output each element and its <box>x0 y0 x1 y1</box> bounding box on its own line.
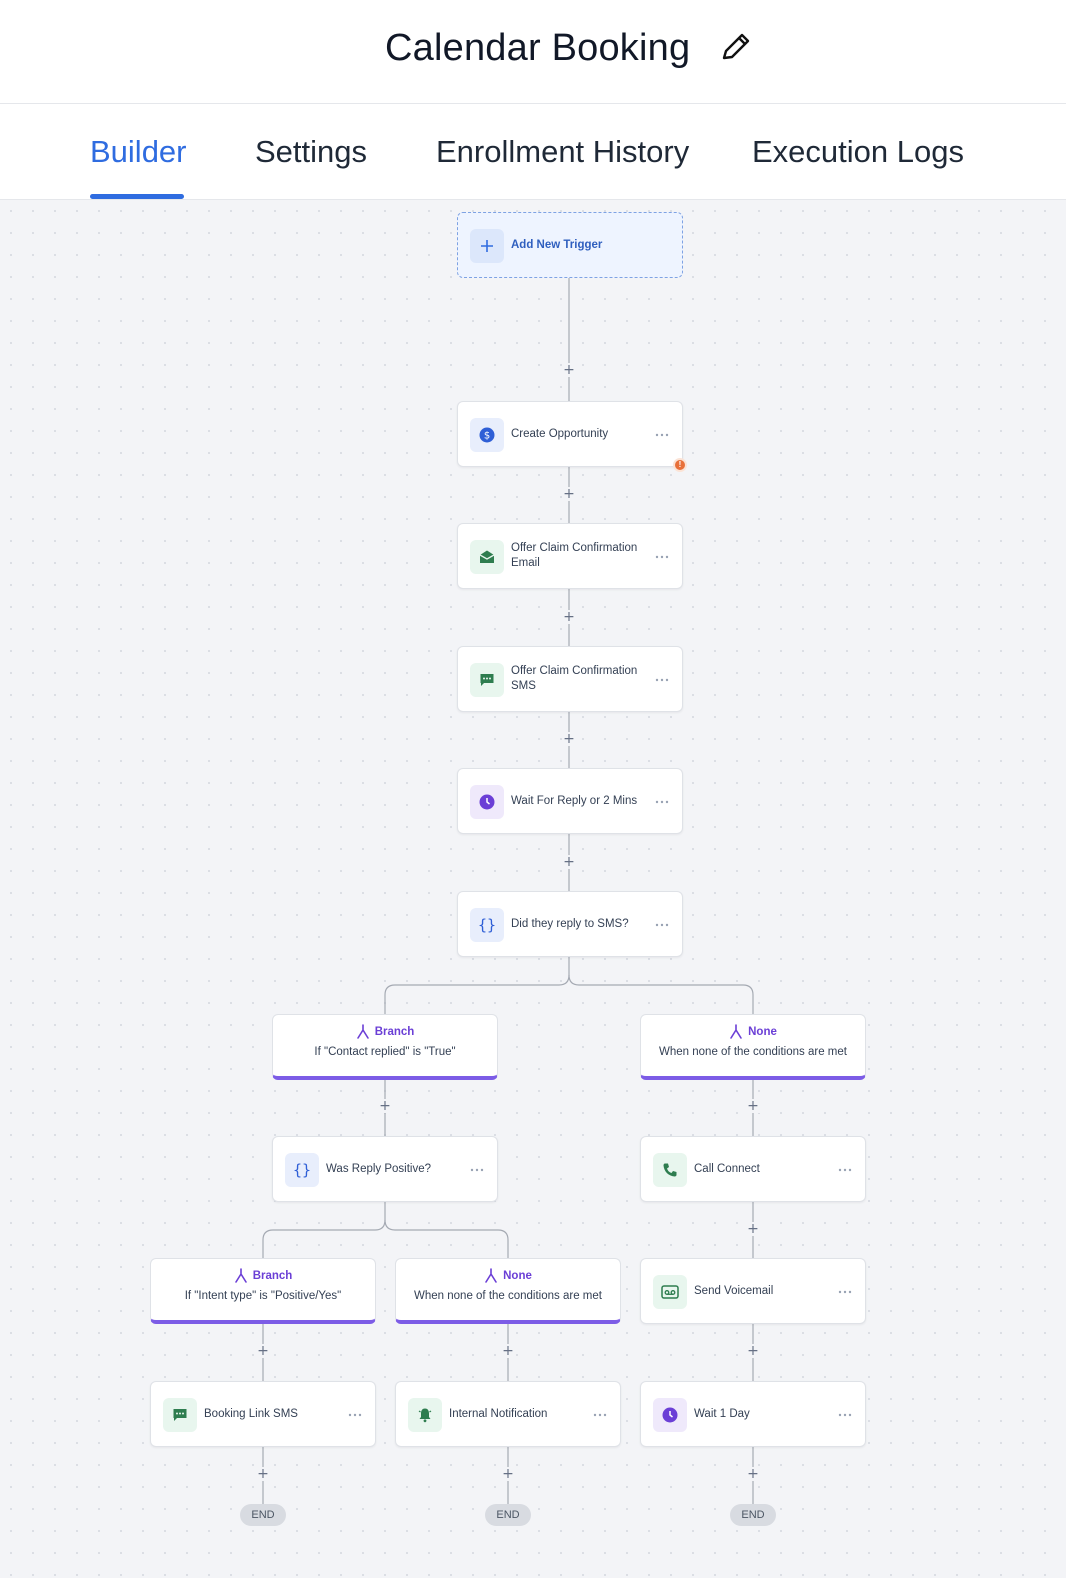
branch-fork-icon <box>356 1024 369 1039</box>
step-label: Wait For Reply or 2 Mins <box>511 794 638 807</box>
more-options-icon[interactable] <box>654 672 670 688</box>
branch-title: None <box>748 1026 777 1038</box>
add-step-plus-icon[interactable]: + <box>501 1466 515 1482</box>
tab-settings[interactable]: Settings <box>255 134 368 169</box>
step-offer-claim-sms[interactable]: Offer Claim Confirmation SMS <box>457 646 683 712</box>
add-step-plus-icon[interactable]: + <box>746 1466 760 1482</box>
more-options-icon[interactable] <box>654 549 670 565</box>
step-send-voicemail[interactable]: Send Voicemail <box>640 1258 866 1324</box>
step-label: Internal Notification <box>449 1407 548 1420</box>
add-step-plus-icon[interactable]: + <box>562 486 576 502</box>
branch-intent-positive[interactable]: Branch If "Intent type" is "Positive/Yes… <box>150 1258 376 1324</box>
branch-description: If "Contact replied" is "True" <box>314 1046 456 1058</box>
step-wait-for-reply[interactable]: Wait For Reply or 2 Mins <box>457 768 683 834</box>
more-options-icon[interactable] <box>592 1407 608 1423</box>
branch-none-top[interactable]: None When none of the conditions are met <box>640 1014 866 1080</box>
end-marker: END <box>240 1504 286 1526</box>
clock-icon <box>470 785 504 819</box>
step-label: Offer Claim Confirmation SMS <box>511 665 638 692</box>
step-offer-claim-email[interactable]: Offer Claim Confirmation Email <box>457 523 683 589</box>
branch-fork-icon <box>730 1024 742 1039</box>
more-options-icon[interactable] <box>654 917 670 933</box>
add-step-plus-icon[interactable]: + <box>562 854 576 870</box>
step-label: Offer Claim Confirmation Email <box>511 542 638 569</box>
branch-title: Branch <box>252 1270 293 1282</box>
header: Calendar Booking <box>0 0 1066 104</box>
step-call-connect[interactable]: Call Connect <box>640 1136 866 1202</box>
sms-icon <box>163 1398 197 1432</box>
add-step-plus-icon[interactable]: + <box>256 1466 270 1482</box>
add-step-plus-icon[interactable]: + <box>378 1098 392 1114</box>
add-step-plus-icon[interactable]: + <box>746 1221 760 1237</box>
page-title: Calendar Booking <box>385 27 691 69</box>
dollar-icon: $ <box>470 418 504 452</box>
step-label: Booking Link SMS <box>204 1407 298 1420</box>
end-marker: END <box>485 1504 531 1526</box>
add-step-plus-icon[interactable]: + <box>746 1343 760 1359</box>
phone-icon <box>653 1153 687 1187</box>
branch-title: Branch <box>374 1026 415 1038</box>
clock-icon <box>653 1398 687 1432</box>
active-tab-indicator <box>90 194 184 199</box>
trigger-label: Add New Trigger <box>511 239 603 251</box>
add-step-plus-icon[interactable]: + <box>562 362 576 378</box>
step-create-opportunity[interactable]: $ Create Opportunity <box>457 401 683 467</box>
end-marker: END <box>730 1504 776 1526</box>
sms-icon <box>470 663 504 697</box>
tab-execution-logs[interactable]: Execution Logs <box>752 134 964 169</box>
add-step-plus-icon[interactable]: + <box>256 1343 270 1359</box>
svg-text:$: $ <box>484 431 490 442</box>
step-label: Create Opportunity <box>511 427 609 440</box>
step-label: Wait 1 Day <box>694 1407 750 1420</box>
tab-enrollment-history[interactable]: Enrollment History <box>436 134 690 169</box>
braces-icon: {} <box>470 908 504 942</box>
step-label: Was Reply Positive? <box>326 1162 432 1175</box>
step-label: Did they reply to SMS? <box>511 917 629 930</box>
add-step-plus-icon[interactable]: + <box>746 1098 760 1114</box>
warning-alert-icon[interactable]: ! <box>673 458 687 472</box>
pencil-edit-icon[interactable] <box>718 30 754 66</box>
branch-description: When none of the conditions are met <box>414 1290 602 1302</box>
more-options-icon[interactable] <box>469 1162 485 1178</box>
step-booking-link-sms[interactable]: Booking Link SMS <box>150 1381 376 1447</box>
branch-description: If "Intent type" is "Positive/Yes" <box>184 1290 342 1302</box>
step-wait-1-day[interactable]: Wait 1 Day <box>640 1381 866 1447</box>
add-step-plus-icon[interactable]: + <box>501 1343 515 1359</box>
more-options-icon[interactable] <box>837 1407 853 1423</box>
step-did-they-reply-condition[interactable]: {} Did they reply to SMS? <box>457 891 683 957</box>
plus-icon <box>470 229 504 263</box>
step-label: Send Voicemail <box>694 1284 774 1297</box>
more-options-icon[interactable] <box>837 1284 853 1300</box>
step-label: Call Connect <box>694 1162 760 1175</box>
branch-fork-icon <box>234 1268 247 1283</box>
voicemail-icon <box>653 1275 687 1309</box>
branch-fork-icon <box>485 1268 497 1283</box>
more-options-icon[interactable] <box>654 794 670 810</box>
svg-text:{}: {} <box>293 1161 311 1179</box>
branch-title: None <box>503 1270 532 1282</box>
branch-none-bottom[interactable]: None When none of the conditions are met <box>395 1258 621 1324</box>
step-was-reply-positive[interactable]: {} Was Reply Positive? <box>272 1136 498 1202</box>
braces-icon: {} <box>285 1153 319 1187</box>
add-step-plus-icon[interactable]: + <box>562 731 576 747</box>
tab-builder[interactable]: Builder <box>90 134 187 169</box>
bell-icon <box>408 1398 442 1432</box>
branch-description: When none of the conditions are met <box>659 1046 847 1058</box>
add-step-plus-icon[interactable]: + <box>562 609 576 625</box>
svg-text:{}: {} <box>478 916 496 934</box>
more-options-icon[interactable] <box>654 427 670 443</box>
step-internal-notification[interactable]: Internal Notification <box>395 1381 621 1447</box>
branch-contact-replied[interactable]: Branch If "Contact replied" is "True" <box>272 1014 498 1080</box>
more-options-icon[interactable] <box>347 1407 363 1423</box>
tab-bar: Builder Settings Enrollment History Exec… <box>0 104 1066 200</box>
add-new-trigger-button[interactable]: Add New Trigger <box>457 212 683 278</box>
email-icon <box>470 540 504 574</box>
more-options-icon[interactable] <box>837 1162 853 1178</box>
